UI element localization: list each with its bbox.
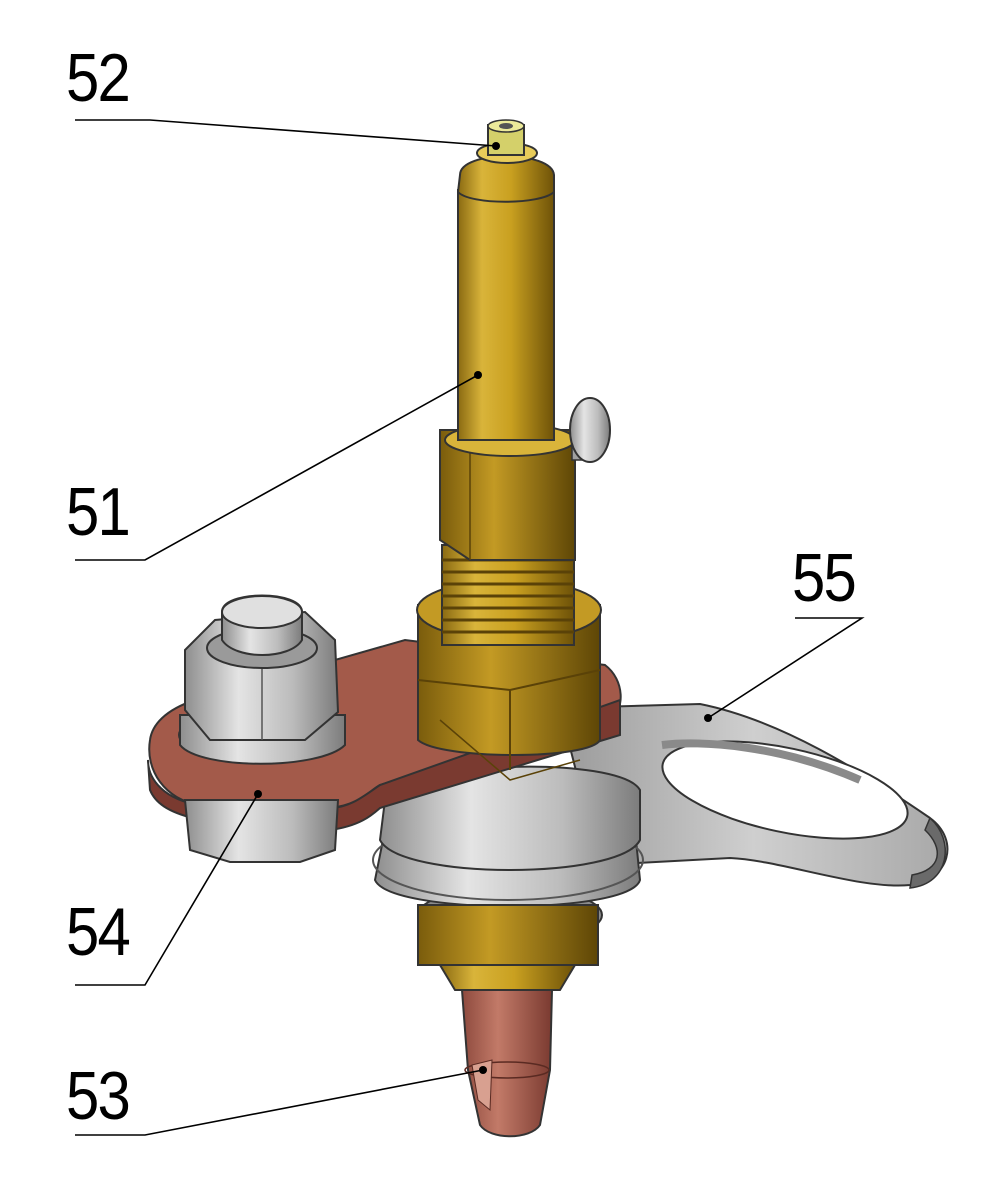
top-insert-52 [487,119,525,156]
callout-label-53: 53 [66,1058,131,1134]
lower-brass-body [417,904,599,991]
side-set-screw [569,397,611,463]
copper-tip-53 [460,989,554,1138]
leader-51 [75,374,479,561]
leader-52 [75,119,497,147]
leader-lines [75,119,865,1136]
leader-dots [254,142,712,1074]
leader-53 [75,1069,484,1136]
mounting-plate-55 [558,702,949,889]
dot-52 [492,142,500,150]
hex-nut-bolt [178,594,346,863]
insulator-bushing [372,765,644,944]
callout-label-51: 51 [66,474,131,550]
leader-54 [75,793,259,986]
callout-label-52: 52 [66,40,131,116]
brass-tube-51 [456,142,555,441]
leader-55 [707,617,865,719]
dot-55 [704,714,712,722]
dot-54 [254,790,262,798]
dot-51 [474,371,482,379]
upper-hex-body [439,423,576,561]
dot-53 [479,1066,487,1074]
callout-label-55: 55 [792,540,857,616]
callout-label-54: 54 [66,894,131,970]
